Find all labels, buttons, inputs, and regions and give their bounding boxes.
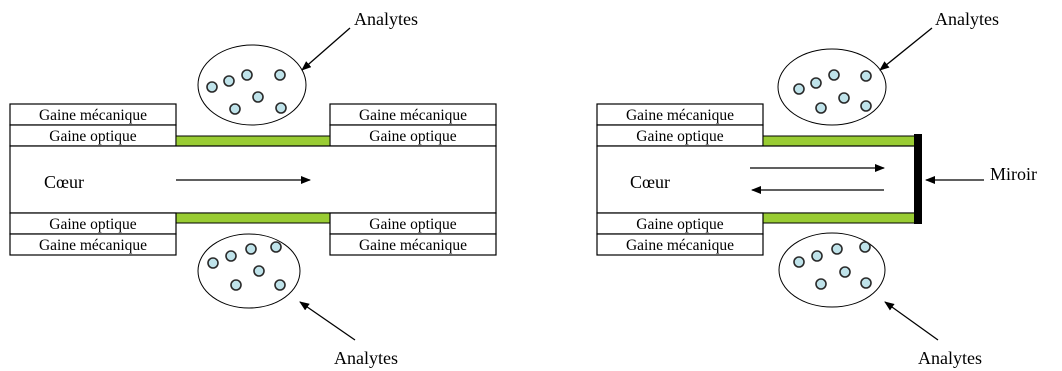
analyte-particle bbox=[225, 250, 237, 262]
core-box-right bbox=[596, 145, 918, 214]
analyte-particle bbox=[810, 77, 822, 89]
gaine-optique-top-left-label: Gaine optique bbox=[49, 128, 136, 145]
coeur-label-right: Cœur bbox=[630, 172, 670, 192]
sensing-zone-top bbox=[175, 135, 331, 147]
gaine-mecanique-bottom-right-box bbox=[329, 233, 497, 256]
analyte-particle bbox=[811, 250, 823, 262]
analyte-particle bbox=[860, 100, 872, 112]
analyte-particle bbox=[245, 243, 257, 255]
gaine-optique-bottom-label: Gaine optique bbox=[636, 216, 723, 233]
analyte-particle bbox=[223, 75, 235, 87]
analytes-label-bottom: Analytes bbox=[334, 348, 398, 368]
analytes-label-top: Analytes bbox=[354, 9, 418, 29]
gaine-mecanique-bottom-right-label: Gaine mécanique bbox=[359, 237, 467, 254]
analyte-particle bbox=[230, 279, 242, 291]
sensing-zone-top-right bbox=[762, 135, 918, 147]
gaine-mecanique-bottom-left-box bbox=[9, 233, 177, 256]
analyte-particle bbox=[252, 91, 264, 103]
analytes-cluster-top-left bbox=[197, 44, 307, 126]
gaine-mecanique-top-left-label: Gaine mécanique bbox=[39, 107, 147, 124]
sensing-zone-bottom bbox=[175, 212, 331, 224]
analytes-label-top-right: Analytes bbox=[935, 9, 999, 29]
mirror bbox=[914, 134, 922, 224]
analyte-particle bbox=[270, 241, 282, 253]
analyte-particle bbox=[206, 81, 218, 93]
analytes-arrow-top bbox=[301, 27, 351, 71]
analyte-region bbox=[778, 232, 886, 308]
analyte-particle bbox=[275, 102, 287, 114]
analyte-particle bbox=[815, 102, 827, 114]
analyte-particle bbox=[831, 243, 843, 255]
gaine-mecanique-bottom-label: Gaine mécanique bbox=[626, 237, 734, 254]
gaine-mecanique-top-label: Gaine mécanique bbox=[626, 107, 734, 124]
analyte-particle bbox=[241, 69, 253, 81]
analyte-particle bbox=[793, 256, 805, 268]
analytes-cluster-bottom-left bbox=[197, 233, 301, 309]
gaine-optique-top-label: Gaine optique bbox=[636, 128, 723, 145]
analytes-label-bottom-right: Analytes bbox=[918, 348, 982, 368]
analyte-particle bbox=[859, 241, 871, 253]
coeur-label: Cœur bbox=[44, 172, 84, 192]
analytes-arrow-top-right bbox=[879, 27, 933, 71]
analyte-particle bbox=[229, 103, 241, 115]
left-diagram: Analytes Gaine mécanique Gaine optique G… bbox=[9, 9, 497, 368]
analyte-particle bbox=[253, 265, 265, 277]
gaine-mecanique-top-right-label: Gaine mécanique bbox=[359, 107, 467, 124]
analyte-particle bbox=[860, 70, 872, 82]
analyte-particle bbox=[274, 69, 286, 81]
analyte-particle bbox=[274, 279, 286, 291]
analyte-particle bbox=[838, 92, 850, 104]
miroir-label: Miroir bbox=[990, 164, 1037, 184]
gaine-mecanique-bottom-box bbox=[596, 233, 764, 256]
analyte-particle bbox=[828, 69, 840, 81]
analyte-particle bbox=[839, 266, 851, 278]
gaine-optique-bottom-left-label: Gaine optique bbox=[49, 216, 136, 233]
gaine-optique-top-right-label: Gaine optique bbox=[369, 128, 456, 145]
analyte-particle bbox=[793, 83, 805, 95]
analytes-arrow-bottom bbox=[299, 301, 356, 341]
analytes-cluster-top-right bbox=[777, 48, 887, 126]
analytes-arrow-bottom-right bbox=[884, 301, 939, 341]
analytes-cluster-bottom-right bbox=[778, 232, 886, 308]
sensing-zone-bottom-right bbox=[762, 212, 918, 224]
analyte-particle bbox=[860, 277, 872, 289]
gaine-mecanique-bottom-left-label: Gaine mécanique bbox=[39, 237, 147, 254]
right-diagram: Analytes Gaine mécanique Gaine optique C… bbox=[596, 9, 1037, 368]
gaine-optique-bottom-right-label: Gaine optique bbox=[369, 216, 456, 233]
analyte-region bbox=[777, 48, 887, 126]
analyte-particle bbox=[815, 278, 827, 290]
analyte-particle bbox=[207, 257, 219, 269]
